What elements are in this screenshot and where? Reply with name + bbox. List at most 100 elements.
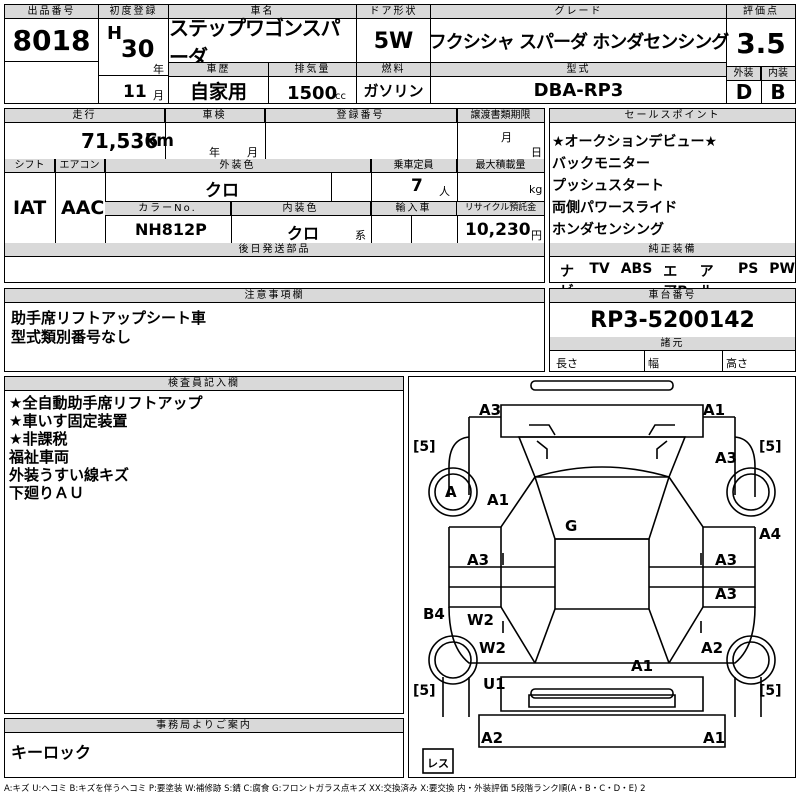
car-name: ステップワゴンスパーダ	[169, 16, 341, 69]
history-cell: 車歴 自家用	[169, 63, 269, 103]
sales-point-item: プッシュスタート	[552, 178, 664, 194]
tire-rear-left: [5]	[413, 683, 436, 699]
deadline-month-unit: 月	[501, 131, 512, 144]
inspector-line: ★車いす固定装置	[9, 412, 128, 430]
int-grade: B	[770, 80, 786, 104]
damage-mark: A2	[481, 729, 504, 747]
equipment-item: PS	[737, 261, 759, 277]
notes-label: 注意事項欄	[5, 289, 544, 303]
sales-point-item: 両側パワースライド	[552, 200, 678, 216]
mileage: 71,536	[81, 129, 159, 153]
lot-blank	[5, 61, 99, 103]
less-label: レス	[427, 757, 449, 770]
equipment-label: 純正装備	[550, 243, 795, 257]
damage-mark: U1	[483, 675, 506, 693]
grade-cell: グレード フクシシャ スパーダ ホンダセンシング	[428, 5, 730, 63]
width-label: 幅	[648, 357, 659, 370]
notes-list: 助手席リフトアップシート車 型式類別番号なし	[11, 309, 206, 347]
load-unit: kg	[529, 183, 543, 196]
model: DBA-RP3	[533, 79, 624, 101]
damage-mark: A4	[759, 525, 782, 543]
later-parts-label: 後日発送部品	[5, 243, 544, 257]
model-cell: 型式 DBA-RP3	[431, 63, 727, 103]
intcolor-label: 内装色	[231, 202, 371, 216]
displacement-unit: cc	[335, 91, 346, 102]
inspector-line: ★非課税	[9, 430, 68, 448]
capacity-label: 乗車定員	[371, 159, 457, 173]
tire-rear-right: [5]	[759, 683, 782, 699]
damage-mark: B4	[423, 605, 445, 623]
damage-mark: A	[445, 483, 457, 501]
equipment-item: TV	[589, 261, 610, 277]
displacement-label: 排気量	[269, 63, 356, 77]
interior-color: クロ	[287, 224, 320, 243]
office-label: 事務局よりご案内	[5, 719, 403, 733]
damage-mark: A1	[631, 657, 654, 675]
vehicle-details-block: 走行 車検 登録番号 譲渡書類期限 71,536 km 年 月 月 日 シフト …	[4, 108, 545, 283]
chassis-block: 車台番号 RP3-5200142 諸元 長さ 幅 高さ	[549, 288, 796, 372]
damage-mark: A1	[703, 401, 726, 419]
legend: A:キズ U:ヘコミ B:キズを伴うヘコミ P:要塗装 W:補修跡 S:錆 C:…	[4, 784, 646, 794]
shift-label: シフト	[5, 159, 55, 173]
height-label: 高さ	[726, 357, 748, 370]
registration-cell: 初度登録 H 30 年 11 月	[99, 5, 169, 103]
damage-diagram: [5] [5] [5] [5] A3 A1 A3 A A1 G A4 A3 A3…	[408, 376, 796, 778]
colorno-label: カラーNo.	[105, 202, 231, 216]
interior-color-unit: 系	[355, 229, 366, 242]
recycle-label: リサイクル預託金	[457, 202, 544, 216]
length-label: 長さ	[556, 357, 578, 370]
era: H	[107, 23, 123, 44]
chassis-label: 車台番号	[550, 289, 795, 303]
damage-mark: A2	[701, 639, 724, 657]
deadline-day-unit: 日	[531, 146, 542, 159]
grade: フクシシャ スパーダ ホンダセンシング	[428, 32, 730, 53]
recycle-unit: 円	[531, 229, 542, 242]
inspector-line: 外装うすい線キズ	[9, 466, 130, 484]
int-label: 内装	[761, 67, 795, 81]
reg-year: 30	[121, 35, 155, 63]
ext-grade: D	[735, 80, 753, 104]
tire-front-left: [5]	[413, 439, 436, 455]
grade-label: グレード	[431, 5, 726, 19]
ext-int-cell: 外装 内装 D B	[727, 67, 795, 104]
score-label: 評価点	[727, 5, 795, 19]
sales-points-label: セールスポイント	[550, 109, 795, 123]
damage-mark: A3	[715, 449, 738, 467]
note-line: 型式類別番号なし	[11, 328, 132, 346]
car-outline	[422, 380, 776, 774]
capacity-unit: 人	[439, 185, 450, 198]
insp-month-unit: 月	[247, 146, 258, 159]
damage-mark: A3	[479, 401, 502, 419]
sales-point-item: バックモニター	[552, 156, 650, 172]
inspector-line: 下廻りＡＵ	[9, 484, 85, 502]
inspector-block: 検査員記入欄 ★全自動助手席リフトアップ ★車いす固定装置 ★非課税 福祉車両 …	[4, 376, 404, 714]
inspector-line: ★全自動助手席リフトアップ	[9, 394, 203, 412]
damage-mark: G	[565, 517, 578, 535]
damage-mark: A3	[467, 551, 490, 569]
office-block: 事務局よりご案内 キーロック	[4, 718, 404, 778]
name-label: 車名	[169, 5, 356, 19]
displacement-cell: 排気量 1500 cc	[269, 63, 357, 104]
color: クロ	[205, 181, 239, 201]
damage-mark: A1	[703, 729, 726, 747]
reg-month: 11	[123, 82, 147, 102]
fuel: ガソリン	[363, 81, 424, 100]
fuel-label: 燃料	[357, 63, 430, 77]
inspector-label: 検査員記入欄	[5, 377, 403, 391]
recycle-fee: 10,230	[465, 220, 531, 240]
door-type: 5W	[373, 28, 414, 54]
month-unit: 月	[153, 89, 164, 102]
regno-label: 登録番号	[265, 109, 457, 123]
shift: IAT	[13, 197, 47, 219]
year-unit: 年	[153, 63, 164, 76]
damage-mark: A1	[487, 491, 510, 509]
name-cell: 車名 ステップワゴンスパーダ	[169, 5, 357, 69]
lot-number: 8018	[12, 23, 91, 57]
mileage-label: 走行	[5, 109, 165, 123]
chassis-number: RP3-5200142	[590, 307, 755, 333]
model-label: 型式	[431, 63, 726, 77]
sales-point-item: ★オークションデビュー★	[552, 134, 718, 150]
equipment-item: PW	[769, 261, 795, 277]
score: 3.5	[736, 26, 786, 60]
ac-label: エアコン	[55, 159, 105, 173]
